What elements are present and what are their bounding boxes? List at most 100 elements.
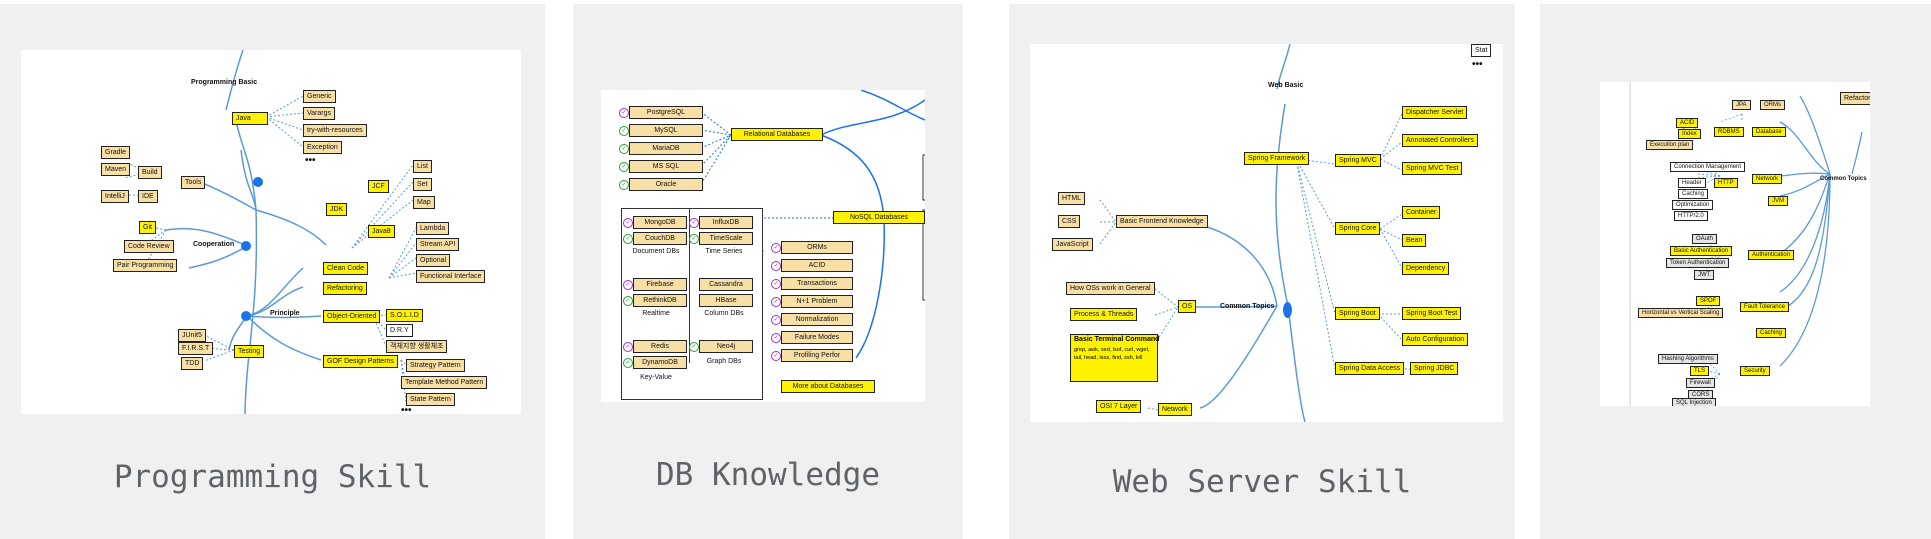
node-relational-child: Oracle <box>629 178 703 191</box>
mindmap-thumbnail-programming[interactable]: Programming Basic Java Generic Varargs t… <box>21 50 521 414</box>
node-db-topic: Normalization <box>781 313 853 326</box>
node-nosql-item: Cassandra <box>699 278 753 291</box>
node-network-item: HTTP/2.0 <box>1674 211 1708 221</box>
checkmark-icon: ✓ <box>771 297 781 307</box>
card-caption: Web Server Skill <box>1112 464 1412 500</box>
node-testing-child: F.I.R.S.T <box>178 342 214 355</box>
node-connection-management: Connection Management <box>1670 162 1746 172</box>
node-nosql-item: Neo4j <box>699 340 753 353</box>
hub-node <box>253 177 263 187</box>
card-db-knowledge[interactable]: PostgreSQL MySQL MariaDB MS SQL Oracle ✓… <box>573 4 963 539</box>
node-spring-mvc: Spring MVC <box>1335 154 1381 167</box>
nosql-group-label: Document DBs <box>632 248 680 255</box>
node-os-child: How OSs work in General <box>1066 282 1155 295</box>
node-relational-child: MS SQL <box>629 160 703 173</box>
node-spring-core-child: Dependency <box>1402 262 1450 275</box>
mindmap-connectors <box>1099 44 1410 422</box>
node-db-item: ACID <box>1676 118 1699 128</box>
node-cooperation-child: Pair Programming <box>113 259 178 272</box>
node-db-topic: Profiling Perfor <box>781 349 853 362</box>
node-auth-item: JWT <box>1694 270 1715 280</box>
checkmark-icon: ✓ <box>623 218 633 228</box>
node-os-terminal-title: Basic Terminal Command <box>1074 336 1160 343</box>
node-db-topic: Transactions <box>781 277 853 290</box>
node-relational-child: PostgreSQL <box>629 106 703 119</box>
node-principle-child: GOF Design Patterns <box>323 355 398 368</box>
node-auth-item: Basic Authentication <box>1670 246 1733 256</box>
node-nosql-item: RethinkDB <box>633 294 687 307</box>
node-db-topic: N+1 Problem <box>781 295 853 308</box>
node-rdbms: RDBMS <box>1714 127 1744 137</box>
node-spring-mvc-child: Spring MVC Test <box>1402 162 1463 175</box>
node-common-topics: Common Topics <box>1220 303 1275 310</box>
node-nosql-item: TimeScale <box>699 232 753 245</box>
checkmark-icon: ✓ <box>771 315 781 325</box>
node-frontend-child: HTML <box>1058 192 1086 205</box>
checkmark-icon: ✓ <box>771 243 781 253</box>
nosql-group-label: Realtime <box>642 310 670 317</box>
mindmap-thumbnail-db[interactable]: PostgreSQL MySQL MariaDB MS SQL Oracle ✓… <box>601 90 925 402</box>
node-gof-child: Template Method Pattern <box>401 376 488 389</box>
nosql-groups-divider <box>689 208 690 363</box>
node-testing-child: JUnit5 <box>178 329 206 342</box>
node-java-child: Exception <box>303 141 342 154</box>
node-spring-mvc-child: Dispatcher Servlet <box>1402 106 1468 119</box>
node-jcf-child: Set <box>413 178 432 191</box>
checkmark-icon: ✓ <box>771 279 781 289</box>
node-security-item: Firewall <box>1686 378 1715 388</box>
node-db-item: Index <box>1678 129 1701 139</box>
nosql-group-label: Graph DBs <box>706 358 742 365</box>
node-common-topics: Common Topics <box>1820 176 1867 182</box>
node-java8-child: Stream API <box>416 238 460 251</box>
mindmap-thumbnail-web[interactable]: Web Basic Stat ••• Spring Framework Spri… <box>1030 44 1503 422</box>
node-java: Java <box>232 112 268 125</box>
node-network-item: Header <box>1678 178 1706 188</box>
node-nosql-item: Redis <box>633 340 687 353</box>
card-programming-skill[interactable]: Programming Basic Java Generic Varargs t… <box>0 4 545 539</box>
node-oo-child: S.O.L.I.D <box>386 309 423 322</box>
nosql-group-label: Key-Value <box>640 374 672 381</box>
checkmark-icon: ✓ <box>619 162 629 172</box>
node-testing-child: TDD <box>181 357 204 370</box>
node-network: Network <box>1158 403 1192 416</box>
node-spring-boot-child: Auto Configuration <box>1402 333 1468 346</box>
node-ide: IDE <box>138 190 158 203</box>
node-cooperation-child: Git <box>139 221 156 234</box>
checkmark-icon: ✓ <box>689 234 699 244</box>
node-os-terminal: Basic Terminal Command grep, awk, sed, l… <box>1070 334 1160 382</box>
node-jcf-child: Map <box>413 196 435 209</box>
node-nosql-item: HBase <box>699 294 753 307</box>
node-security: Security <box>1740 366 1770 376</box>
card-fourth-partial[interactable]: Refactori Common Topics JPA ORMs ACID In… <box>1540 4 1931 539</box>
node-nosql-item: CouchDB <box>633 232 687 245</box>
card-web-server-skill[interactable]: Web Basic Stat ••• Spring Framework Spri… <box>1009 4 1515 539</box>
node-fault-tolerance: Fault Tolerance <box>1740 302 1789 312</box>
node-nosql-item: MongoDB <box>633 216 687 229</box>
node-db-topic: Failure Modes <box>781 331 853 344</box>
node-java8: Java8 <box>368 225 395 238</box>
node-oo-child: D.R.Y <box>386 324 413 337</box>
node-network-child: OSI 7 Layer <box>1096 400 1142 413</box>
hub-node <box>241 311 251 321</box>
checkmark-icon: ✓ <box>689 218 699 228</box>
more-indicator: ••• <box>305 155 316 166</box>
node-spring-core-child: Container <box>1402 206 1441 219</box>
node-principle-child: Object-Oriented <box>323 310 381 323</box>
node-gof-child: State Pattern <box>406 393 455 406</box>
checkmark-icon: ✓ <box>619 144 629 154</box>
node-java8-child: Functional Interface <box>416 270 486 283</box>
checkmark-icon: ✓ <box>619 180 629 190</box>
node-scaling: Horizontal vs Vertical Scaling <box>1638 308 1724 318</box>
node-auth-item: Token Authentication <box>1666 258 1730 268</box>
node-db-topic: ORMs <box>781 241 853 254</box>
checkmark-icon: ✓ <box>623 342 633 352</box>
mindmap-thumbnail-fourth[interactable]: Refactori Common Topics JPA ORMs ACID In… <box>1600 82 1870 406</box>
nosql-group-label: Time Series <box>705 248 743 255</box>
node-oo-child: 객체지향 생활체조 <box>386 340 448 353</box>
node-nosql-item: Firebase <box>633 278 687 291</box>
node-jcf: JCF <box>368 180 389 193</box>
node-jcf-child: List <box>413 160 432 173</box>
checkmark-icon: ✓ <box>619 126 629 136</box>
node-stat-partial: Stat <box>1471 44 1492 57</box>
node-build-child: Maven <box>101 163 131 176</box>
